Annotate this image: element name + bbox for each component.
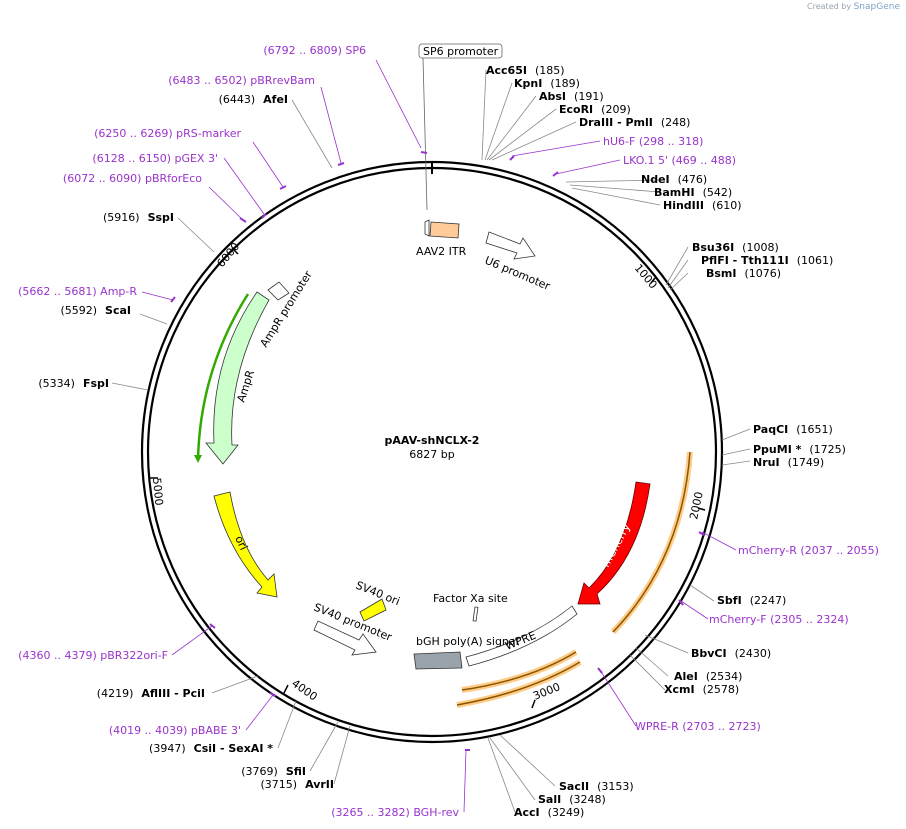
label-paqci: PaqCI(1651) [753, 423, 833, 436]
wpre-primer-band-2 [456, 659, 582, 708]
mcherry-primer-line [612, 451, 691, 633]
tick-2000 [697, 507, 706, 511]
sv40-ori-feature[interactable] [359, 598, 387, 622]
prs-mark [279, 185, 287, 190]
label-bsu36i: Bsu36I(1008) [692, 241, 779, 254]
left-labels: (6792 .. 6809) SP6 (6483 .. 6502) pBRrev… [18, 44, 459, 819]
sv40-promoter-feature[interactable] [313, 620, 377, 656]
plasmid-size: 6827 bp [409, 448, 454, 461]
mcherryr-mark [698, 531, 705, 536]
mcherryf-mark [678, 599, 684, 606]
label-lko: LKO.1 5' (469 .. 488) [623, 154, 736, 167]
factor-xa-label: Factor Xa site [433, 592, 508, 605]
ampr-mark [170, 296, 176, 303]
label-ppumi: PpuMI *(1725) [753, 443, 846, 456]
label-pflfi: PflFI - Tth111I(1061) [701, 254, 833, 267]
label-acc65i: Acc65I(185) [486, 64, 565, 77]
ampr-feature[interactable] [205, 291, 270, 465]
ampr-primer-overlay [196, 293, 250, 461]
label-sbfi: SbfI(2247) [717, 594, 786, 607]
label-absi: AbsI(191) [539, 90, 604, 103]
label-pgex: (6128 .. 6150) pGEX 3' [92, 152, 218, 165]
aav2-itr-label: AAV2 ITR [416, 245, 467, 258]
ampr-promoter-feature[interactable] [267, 281, 290, 301]
label-kpni: KpnI(189) [514, 77, 580, 90]
label-sacii: SacII(3153) [559, 780, 634, 793]
label-prs-marker: (6250 .. 6269) pRS-marker [94, 127, 241, 140]
label-fspi: (5334)FspI [38, 377, 109, 390]
label-sspi: (5916)SspI [103, 211, 174, 224]
aav2-itr-feature[interactable] [429, 221, 460, 239]
label-alei: AleI(2534) [674, 670, 742, 683]
pgex-mark [261, 213, 267, 219]
leader-lines [111, 59, 751, 813]
label-afei: (6443)AfeI [219, 93, 288, 106]
label-xcmi: XcmI(2578) [664, 683, 739, 696]
credit-brand: SnapGene [853, 2, 900, 12]
aav2-itr-small-mark[interactable] [424, 219, 430, 237]
label-amp-r: (5662 .. 5681) Amp-R [18, 285, 137, 298]
ori-feature[interactable] [213, 491, 278, 598]
sp6-promoter-label: SP6 promoter [423, 45, 499, 58]
tick-3000 [531, 699, 536, 709]
sp6-promoter-leader [422, 57, 428, 211]
label-mcherry-f: mCherry-F (2305 .. 2324) [709, 613, 849, 626]
label-bgh-rev: (3265 .. 3282) BGH-rev [331, 806, 459, 819]
sp6-mark [420, 151, 428, 154]
label-scai: (5592)ScaI [60, 304, 131, 317]
label-pbr322ori: (4360 .. 4379) pBR322ori-F [18, 649, 168, 662]
u6-promoter-label: U6 promoter [483, 254, 553, 293]
bgh-polya-label: bGH poly(A) signal [416, 635, 519, 648]
u6-promoter-feature[interactable] [485, 231, 536, 260]
factor-xa-feature[interactable] [472, 606, 479, 622]
label-draiii: DraIII - PmlI(248) [579, 116, 690, 129]
wpre-primer-line-1 [461, 651, 577, 691]
pbabe-mark [269, 692, 277, 697]
snapgene-credit: Created by SnapGene [807, 2, 900, 12]
label-bbvci: BbvCI(2430) [691, 647, 771, 660]
label-sp6: (6792 .. 6809) SP6 [263, 44, 366, 57]
hu6-mark [509, 155, 515, 161]
tick-label-5000: 5000 [150, 477, 165, 506]
tick-1000 [650, 277, 656, 284]
label-bsmi: BsmI(1076) [706, 267, 781, 280]
mcherry-feature[interactable] [577, 481, 651, 605]
plasmid-name: pAAV-shNCLX-2 [385, 434, 480, 447]
label-sali: SalI(3248) [538, 793, 606, 806]
wpre-feature[interactable] [465, 605, 578, 667]
label-hu6-f: hU6-F (298 .. 318) [603, 135, 703, 148]
tick-6000 [231, 247, 239, 255]
pbr322-mark [209, 623, 216, 629]
pbrrevbam-mark [337, 162, 345, 166]
primer-marks [170, 151, 705, 751]
label-pbrrevbam: (6483 .. 6502) pBRrevBam [168, 74, 315, 87]
label-ecori: EcoRI(209) [559, 103, 631, 116]
wpre-primer-line-2 [456, 661, 581, 706]
label-hindiii: HindIII(610) [663, 199, 742, 212]
label-pbrforeco: (6072 .. 6090) pBRforEco [63, 172, 202, 185]
label-bamhi: BamHI(542) [654, 186, 732, 199]
ori-label: ori [232, 534, 250, 552]
lko-mark [552, 171, 559, 177]
label-afliii: (4219)AflIII - PciI [97, 687, 205, 700]
label-mcherry-r: mCherry-R (2037 .. 2055) [738, 544, 879, 557]
ampr-promoter-label: AmpR promoter [258, 268, 316, 349]
tick-label-2000: 2000 [687, 491, 706, 521]
label-avrii: (3715)AvrII [261, 778, 334, 791]
label-wpre-r: WPRE-R (2703 .. 2723) [635, 720, 761, 733]
ampr-primer-arrowhead [194, 455, 202, 463]
label-sfii: (3769)SfiI [241, 765, 306, 778]
tick-4000 [283, 684, 289, 694]
credit-prefix: Created by [807, 2, 852, 11]
label-ndei: NdeI(476) [641, 173, 707, 186]
right-labels: AccI(3249) SalI(3248) SacII(3153) WPRE-R… [486, 64, 879, 819]
label-acci: AccI(3249) [514, 806, 584, 819]
bgh-polya-feature[interactable] [413, 651, 463, 670]
label-csii: (3947)CsiI - SexAI * [149, 742, 273, 755]
label-pbabe: (4019 .. 4039) pBABE 3' [109, 724, 241, 737]
label-nrui: NruI(1749) [753, 456, 824, 469]
sp6-promoter-box[interactable] [418, 43, 503, 59]
